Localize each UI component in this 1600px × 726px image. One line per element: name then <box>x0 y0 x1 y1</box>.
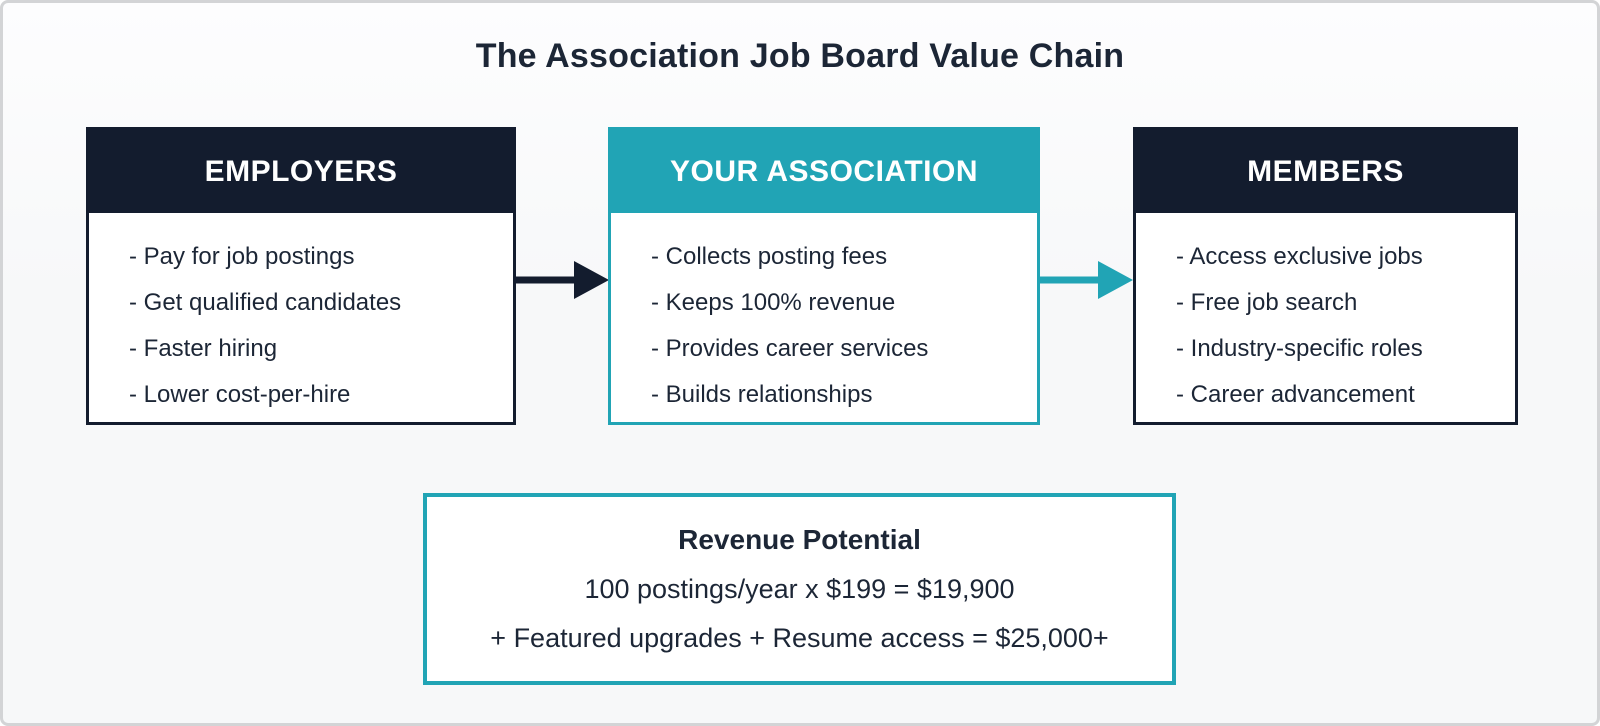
members-box: MEMBERS - Access exclusive jobs - Free j… <box>1133 127 1518 425</box>
association-header: YOUR ASSOCIATION <box>611 130 1037 213</box>
list-item: - Lower cost-per-hire <box>129 381 351 408</box>
list-item: - Pay for job postings <box>129 243 355 270</box>
list-item: - Career advancement <box>1176 381 1415 408</box>
arrow-right-icon <box>516 261 609 299</box>
list-item: - Free job search <box>1176 289 1358 316</box>
employers-item-list: - Pay for job postings - Get qualified c… <box>89 213 513 418</box>
employers-header: EMPLOYERS <box>89 130 513 213</box>
members-item-list: - Access exclusive jobs - Free job searc… <box>1136 213 1515 418</box>
diagram-title: The Association Job Board Value Chain <box>475 37 1125 75</box>
employers-box: EMPLOYERS - Pay for job postings - Get q… <box>86 127 516 425</box>
arrow-employers-to-association <box>516 258 609 302</box>
revenue-line: + Featured upgrades + Resume access = $2… <box>490 623 1109 653</box>
list-item: - Faster hiring <box>129 335 278 362</box>
association-box: YOUR ASSOCIATION - Collects posting fees… <box>608 127 1040 425</box>
list-item: - Get qualified candidates <box>129 289 402 316</box>
list-item: - Keeps 100% revenue <box>651 289 896 316</box>
arrow-association-to-members <box>1040 258 1133 302</box>
revenue-line: 100 postings/year x $199 = $19,900 <box>584 574 1015 604</box>
revenue-potential-box: Revenue Potential 100 postings/year x $1… <box>423 493 1176 685</box>
list-item: - Provides career services <box>651 335 929 362</box>
association-item-list: - Collects posting fees - Keeps 100% rev… <box>611 213 1037 418</box>
list-item: - Builds relationships <box>651 381 873 408</box>
list-item: - Access exclusive jobs <box>1176 243 1423 270</box>
list-item: - Industry-specific roles <box>1176 335 1423 362</box>
arrow-right-icon <box>1040 261 1133 299</box>
revenue-title: Revenue Potential <box>678 524 921 555</box>
members-header: MEMBERS <box>1136 130 1515 213</box>
list-item: - Collects posting fees <box>651 243 888 270</box>
